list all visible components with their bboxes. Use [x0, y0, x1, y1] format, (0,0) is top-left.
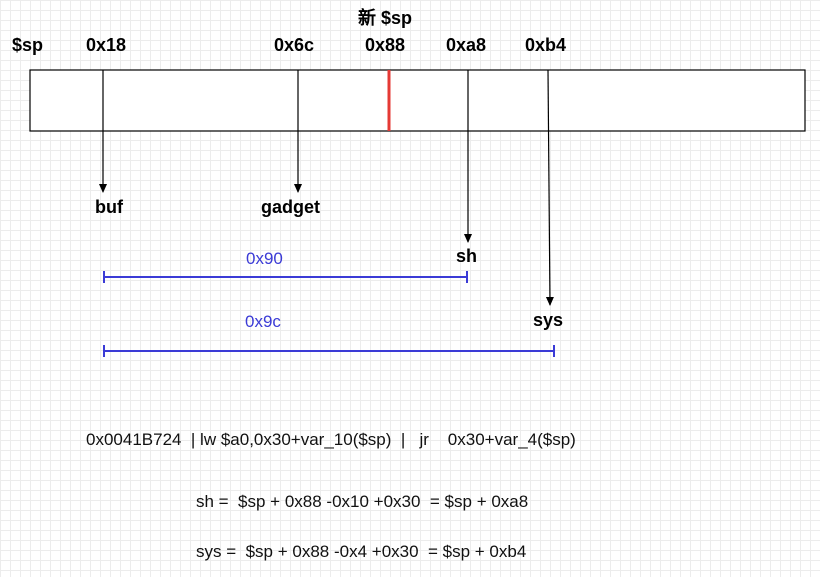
- gadget-label: gadget: [261, 197, 321, 217]
- buf-label: buf: [95, 197, 123, 217]
- offset-label-0xa8: 0xa8: [446, 35, 487, 55]
- offset-label-0xb4: 0xb4: [525, 35, 567, 55]
- new-sp-label: 新 $sp: [358, 8, 413, 28]
- sys-label: sys: [533, 310, 564, 330]
- offset-label-0x88: 0x88: [365, 35, 406, 55]
- offset-label-sp: $sp: [12, 35, 44, 55]
- sh-span-label: 0x90: [246, 249, 283, 268]
- sys-span-label: 0x9c: [245, 312, 281, 331]
- sh-span-line: [103, 271, 468, 283]
- offset-label-0x18: 0x18: [86, 35, 127, 55]
- stack-frame-box: [29, 69, 806, 132]
- instruction-line: 0x0041B724 | lw $a0,0x30+var_10($sp) | j…: [86, 430, 576, 449]
- sys-equation: sys = $sp + 0x88 -0x4 +0x30 = $sp + 0xb4: [196, 542, 527, 561]
- sys-arrow: [545, 69, 554, 306]
- sys-span-line: [103, 345, 555, 357]
- offset-label-0x6c: 0x6c: [274, 35, 315, 55]
- sh-label: sh: [456, 246, 478, 266]
- sh-equation: sh = $sp + 0x88 -0x10 +0x30 = $sp + 0xa8: [196, 492, 529, 511]
